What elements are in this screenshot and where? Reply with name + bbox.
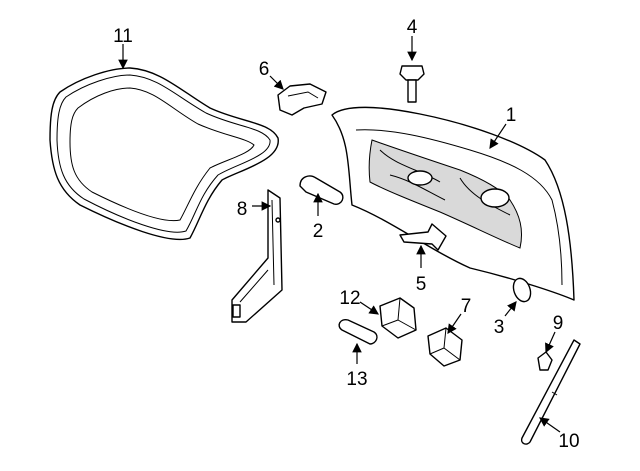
callout-8: 8 (237, 199, 248, 220)
part-7-bumper (427, 327, 463, 367)
callout-9: 9 (553, 313, 564, 334)
part-2-pin (299, 175, 344, 205)
leader-3 (504, 301, 517, 317)
callout-5: 5 (416, 274, 427, 295)
part-9-clip (537, 351, 553, 371)
callout-1: 1 (506, 105, 517, 126)
callout-3: 3 (494, 317, 505, 338)
part-12-bumper (379, 297, 417, 339)
part-10-strut (520, 339, 581, 445)
part-6-bracket (277, 83, 327, 116)
callout-2: 2 (313, 221, 324, 242)
part-3-plug (512, 277, 532, 303)
leader-7 (447, 313, 462, 334)
leader-12 (359, 301, 379, 315)
leader-9 (545, 331, 556, 354)
callout-13: 13 (346, 369, 367, 390)
part-4-bumper (399, 65, 425, 103)
part-1-trunk-lid (331, 106, 575, 301)
callout-labels: 11 6 4 1 8 2 5 12 7 3 9 13 10 (113, 17, 579, 452)
callout-12: 12 (339, 288, 360, 309)
callout-6: 6 (259, 59, 270, 80)
leader-1 (489, 123, 507, 149)
leader-10 (539, 417, 561, 433)
leader-6 (269, 75, 284, 90)
callout-10: 10 (558, 431, 579, 452)
part-11-weatherstrip (49, 67, 279, 241)
part-8-hinge (231, 189, 283, 323)
leader-lines (118, 36, 561, 433)
callout-7: 7 (461, 296, 472, 317)
callout-11: 11 (113, 26, 133, 47)
part-13-plug (338, 318, 378, 345)
callout-4: 4 (407, 17, 418, 38)
part-5-bracket (399, 223, 447, 251)
